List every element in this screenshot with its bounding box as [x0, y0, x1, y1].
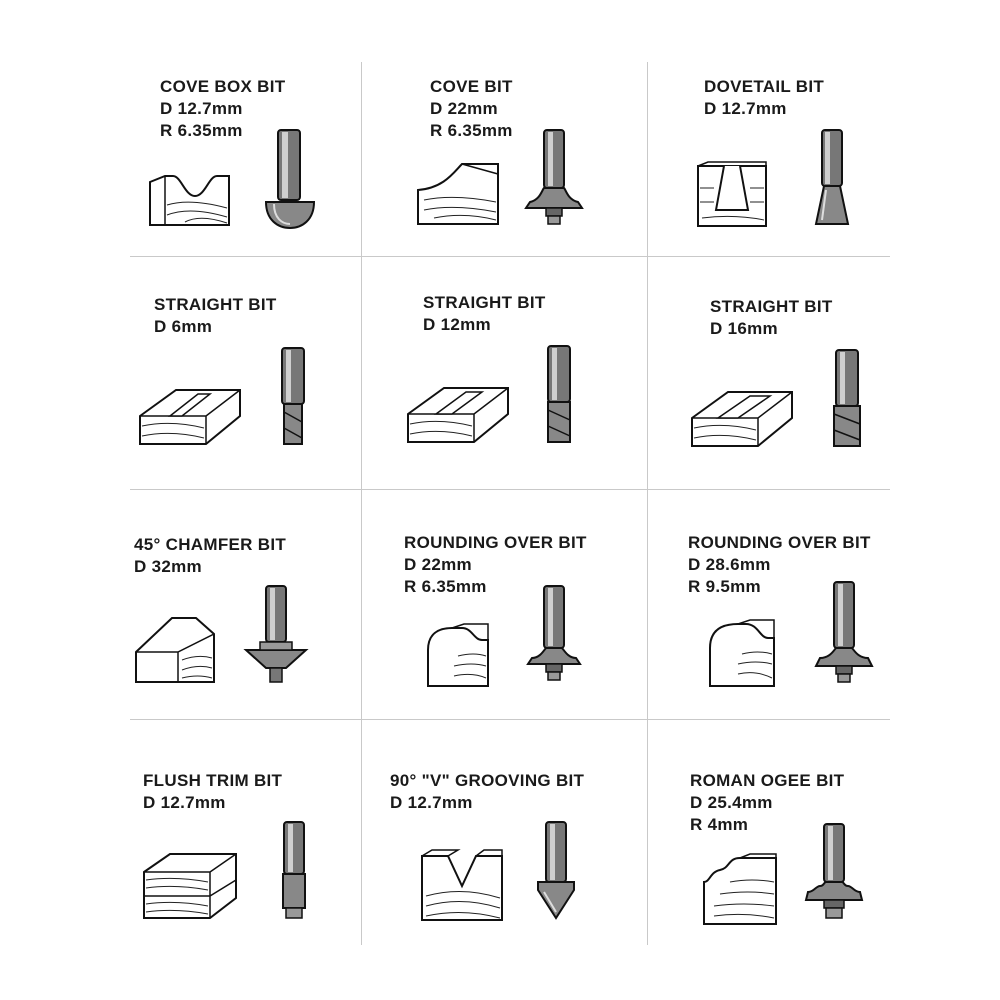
bit-title: ROMAN OGEE BIT — [690, 771, 845, 790]
bit-spec: D 32mm — [134, 557, 202, 576]
chamfer-bit-icon — [242, 584, 310, 688]
cove-box-profile-icon — [145, 170, 235, 230]
bit-spec: R 6.35mm — [430, 121, 513, 140]
bit-title: FLUSH TRIM BIT — [143, 771, 283, 790]
grid-divider-vertical-2 — [647, 62, 648, 945]
straight-bit-icon — [278, 346, 308, 448]
v-groove-bit-icon — [534, 820, 578, 924]
bit-spec: D 16mm — [710, 319, 778, 338]
straight-bit-icon — [544, 344, 574, 446]
v-groove-profile-icon — [418, 846, 506, 924]
bit-title: STRAIGHT BIT — [710, 297, 833, 316]
ogee-profile-icon — [700, 852, 780, 928]
bit-spec: D 6mm — [154, 317, 213, 336]
bit-title: ROUNDING OVER BIT — [404, 533, 587, 552]
straight-groove-profile-icon — [404, 384, 514, 446]
bit-spec: R 6.35mm — [160, 121, 243, 140]
bit-spec: D 12mm — [423, 315, 491, 334]
roundover-profile-icon — [424, 620, 492, 690]
straight-groove-profile-icon — [136, 386, 246, 448]
straight-bit-icon — [832, 348, 862, 450]
flush-trim-profile-icon — [140, 850, 240, 922]
bit-spec: R 6.35mm — [404, 577, 487, 596]
cove-profile-icon — [414, 160, 504, 228]
bit-title: STRAIGHT BIT — [154, 295, 277, 314]
bit-title: 45° CHAMFER BIT — [134, 535, 287, 554]
bit-spec: D 22mm — [430, 99, 498, 118]
bit-title: COVE BOX BIT — [160, 77, 286, 96]
grid-divider-horizontal-3 — [130, 719, 890, 720]
bit-spec: D 12.7mm — [160, 99, 243, 118]
bit-spec: D 12.7mm — [143, 793, 226, 812]
roman-ogee-bit-icon — [802, 822, 866, 926]
roundover-bit-icon — [524, 584, 584, 688]
bit-title: ROUNDING OVER BIT — [688, 533, 871, 552]
flush-trim-bit-icon — [280, 820, 308, 922]
bit-title: 90° "V" GROOVING BIT — [390, 771, 585, 790]
bit-spec: D 28.6mm — [688, 555, 771, 574]
bit-spec: D 22mm — [404, 555, 472, 574]
bit-spec: R 4mm — [690, 815, 749, 834]
dovetail-bit-icon — [812, 128, 852, 228]
cove-box-bit-icon — [262, 128, 318, 232]
bit-title: DOVETAIL BIT — [704, 77, 825, 96]
grid-divider-horizontal-2 — [130, 489, 890, 490]
bit-spec: D 25.4mm — [690, 793, 773, 812]
bit-spec: D 12.7mm — [704, 99, 787, 118]
bit-spec: R 9.5mm — [688, 577, 761, 596]
roundover-profile-icon — [706, 616, 778, 690]
cove-bit-icon — [522, 128, 586, 232]
straight-groove-profile-icon — [688, 388, 798, 450]
chamfer-profile-icon — [132, 614, 218, 686]
bit-title: STRAIGHT BIT — [423, 293, 546, 312]
grid-divider-horizontal-1 — [130, 256, 890, 257]
dovetail-profile-icon — [694, 158, 770, 230]
roundover-bit-icon — [812, 580, 876, 688]
grid-divider-vertical-1 — [361, 62, 362, 945]
bit-title: COVE BIT — [430, 77, 513, 96]
bit-spec: D 12.7mm — [390, 793, 473, 812]
